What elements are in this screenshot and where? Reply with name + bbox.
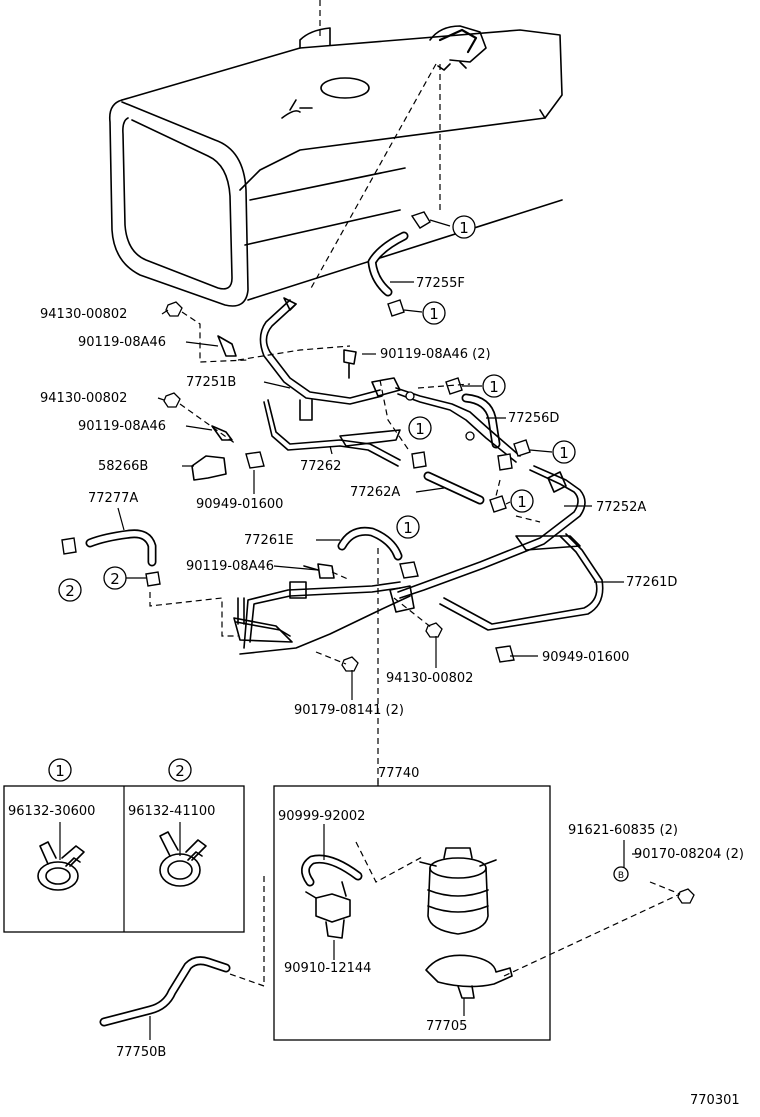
- label-94130-00802-a: 94130-00802: [40, 307, 127, 322]
- label-77262A: 77262A: [350, 485, 400, 500]
- label-77740: 77740: [378, 766, 419, 781]
- svg-text:1: 1: [55, 762, 65, 780]
- svg-text:B: B: [618, 871, 624, 881]
- label-77262: 77262: [300, 459, 341, 474]
- label-96132-41100: 96132-41100: [128, 804, 215, 819]
- svg-text:1: 1: [489, 378, 499, 396]
- hoses: [85, 231, 501, 1027]
- svg-text:1: 1: [559, 444, 569, 462]
- label-77277A: 77277A: [88, 491, 138, 506]
- svg-text:2: 2: [65, 582, 75, 600]
- svg-text:1: 1: [429, 305, 439, 323]
- callout-1-a: 1: [429, 215, 476, 239]
- callout-1-c: 1: [462, 374, 506, 398]
- callout-2-b: 2: [103, 566, 146, 590]
- callout-2-a: 2: [58, 578, 82, 602]
- label-90170-08204: 90170-08204 (2): [634, 847, 744, 862]
- label-90999-92002: 90999-92002: [278, 809, 365, 824]
- label-94130-00802-b: 94130-00802: [40, 391, 127, 406]
- callout-1-d: 1: [408, 416, 432, 440]
- label-96132-30600: 96132-30600: [8, 804, 95, 819]
- assembly-frame: [273, 785, 551, 1041]
- svg-text:2: 2: [110, 570, 120, 588]
- part-labels: 77255F 94130-00802 90119-08A46 90119-08A…: [8, 276, 744, 1108]
- clip-96132-30600-drawing: [37, 841, 85, 891]
- label-77255F: 77255F: [416, 276, 465, 291]
- callout-1-e: 1: [529, 440, 576, 464]
- reference-lines: [149, 63, 681, 987]
- callout-1-b: 1: [403, 301, 446, 325]
- label-77261D: 77261D: [626, 575, 677, 590]
- label-90179-08141: 90179-08141 (2): [294, 703, 404, 718]
- label-77252A: 77252A: [596, 500, 646, 515]
- label-77750B: 77750B: [116, 1045, 166, 1060]
- clip-detail-panel: [3, 785, 245, 933]
- svg-text:1: 1: [403, 519, 413, 537]
- callout-2-detail: 2: [168, 758, 192, 782]
- clip-96132-41100-drawing: [159, 831, 207, 887]
- svg-text:2: 2: [175, 762, 185, 780]
- label-90949-01600-a: 90949-01600: [196, 497, 283, 512]
- fuel-tank: [108, 0, 563, 307]
- label-90119-08A46-2: 90119-08A46 (2): [380, 347, 491, 362]
- clips-and-nuts: [61, 211, 695, 904]
- callout-markers: 1 1 1 1 1 1 1 2 2 1 2 B: [48, 215, 629, 882]
- callout-b-bolt: B: [613, 866, 629, 882]
- label-90949-01600-b: 90949-01600: [542, 650, 629, 665]
- canister-assembly: [273, 785, 551, 1041]
- callout-1-g: 1: [396, 515, 420, 539]
- figure-code: 770301: [690, 1093, 740, 1108]
- label-90119-08A46-d: 90119-08A46: [186, 559, 274, 574]
- label-90119-08A46-c: 90119-08A46: [78, 419, 166, 434]
- svg-text:1: 1: [415, 420, 425, 438]
- label-77251B: 77251B: [186, 375, 236, 390]
- label-91621-60835: 91621-60835 (2): [568, 823, 678, 838]
- leader-lines: [59, 281, 640, 1040]
- svg-text:1: 1: [517, 493, 527, 511]
- label-94130-00802-c: 94130-00802: [386, 671, 473, 686]
- label-77261E: 77261E: [244, 533, 294, 548]
- callout-1-f: 1: [505, 489, 534, 513]
- callout-1-detail: 1: [48, 758, 72, 782]
- label-90119-08A46-a: 90119-08A46: [78, 335, 166, 350]
- svg-text:1: 1: [459, 219, 469, 237]
- label-58266B: 58266B: [98, 459, 148, 474]
- label-77256D: 77256D: [508, 411, 559, 426]
- label-77705: 77705: [426, 1019, 467, 1034]
- tube-assemblies: [191, 297, 604, 655]
- label-90910-12144: 90910-12144: [284, 961, 371, 976]
